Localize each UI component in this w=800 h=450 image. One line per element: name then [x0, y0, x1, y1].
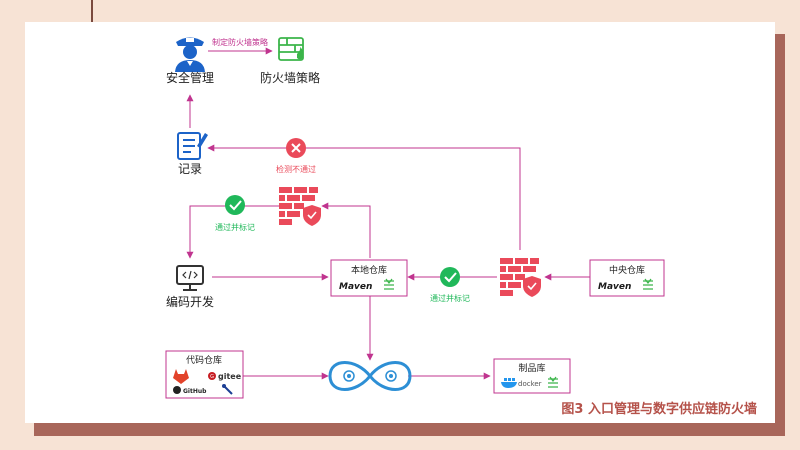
- docker-whale-icon: [501, 378, 517, 388]
- brick-firewall-icon-right: [500, 258, 541, 297]
- docker-logo-text: docker: [518, 380, 542, 388]
- central-repo-label: 中央仓库: [609, 264, 645, 276]
- gitee-icon: G: [208, 372, 216, 380]
- artifact-repo-label: 制品库: [518, 362, 545, 374]
- github-icon: [173, 386, 181, 394]
- local-repo-nexus-icon: [384, 278, 394, 290]
- slide-card: [25, 22, 775, 423]
- local-repo-label: 本地仓库: [351, 264, 387, 276]
- check-fail-indicator: 检测不通过: [276, 138, 316, 174]
- monitor-code-icon: [176, 265, 204, 291]
- infinity-loop-icon: [328, 361, 412, 391]
- police-officer-icon: [175, 37, 205, 72]
- local-repo-maven-logo: Maven: [339, 282, 372, 292]
- central-repo-maven-logo: Maven: [598, 282, 631, 292]
- gear-icon-right: [385, 370, 397, 382]
- central-repo-node: 中央仓库 Maven: [589, 259, 665, 297]
- firewall-policy-node: 防火墙策略: [260, 37, 320, 85]
- record-node: 记录: [177, 132, 208, 176]
- pass-check-icon-left: [225, 195, 245, 215]
- brick-firewall-icon: [279, 187, 321, 226]
- edge-label-pass-left: 通过并标记: [215, 222, 255, 232]
- svg-text:G: G: [210, 374, 214, 380]
- edge-fail-to-record: [207, 144, 521, 250]
- edges: [186, 47, 590, 380]
- svn-icon: [222, 384, 233, 395]
- firewall-top: [279, 187, 321, 226]
- security-management-node: 安全管理: [166, 37, 214, 85]
- edge-label-make-policy: 制定防火墙策略: [212, 37, 268, 47]
- firewall-right: [500, 258, 541, 297]
- dev-node: 编码开发: [166, 265, 214, 309]
- code-repo-label: 代码仓库: [186, 354, 222, 366]
- edge-label-pass-right: 通过并标记: [430, 293, 470, 303]
- artifact-nexus-icon: [548, 376, 558, 388]
- firewall-policy-label: 防火墙策略: [260, 70, 320, 85]
- frame-top-line: [91, 0, 93, 22]
- code-repo-node: 代码仓库 G gitee GitHub: [165, 350, 244, 399]
- dev-label: 编码开发: [166, 294, 214, 309]
- gear-icon-left: [343, 370, 355, 382]
- edge-label-check-fail: 检测不通过: [276, 164, 316, 174]
- figure-caption: 图3 入口管理与数字供应链防火墙: [561, 401, 757, 417]
- github-logo-text: GitHub: [183, 388, 207, 395]
- gitee-logo-text: gitee: [218, 372, 242, 381]
- local-repo-node: 本地仓库 Maven: [330, 259, 408, 297]
- record-document-icon: [177, 132, 208, 160]
- edge-pass-to-dev: [186, 205, 280, 259]
- pass-indicator-left: 通过并标记: [215, 195, 255, 232]
- security-management-label: 安全管理: [166, 70, 214, 85]
- pass-check-icon-right: [440, 267, 460, 287]
- edge-local-to-top-firewall: [321, 202, 371, 258]
- firewall-policy-icon: [278, 37, 304, 61]
- central-repo-nexus-icon: [643, 278, 653, 290]
- pass-indicator-right: 通过并标记: [430, 267, 470, 303]
- ci-cd-pipeline: [328, 361, 412, 391]
- artifact-repo-node: 制品库 docker: [493, 358, 571, 394]
- record-label: 记录: [178, 162, 202, 176]
- gitlab-icon: [173, 369, 189, 384]
